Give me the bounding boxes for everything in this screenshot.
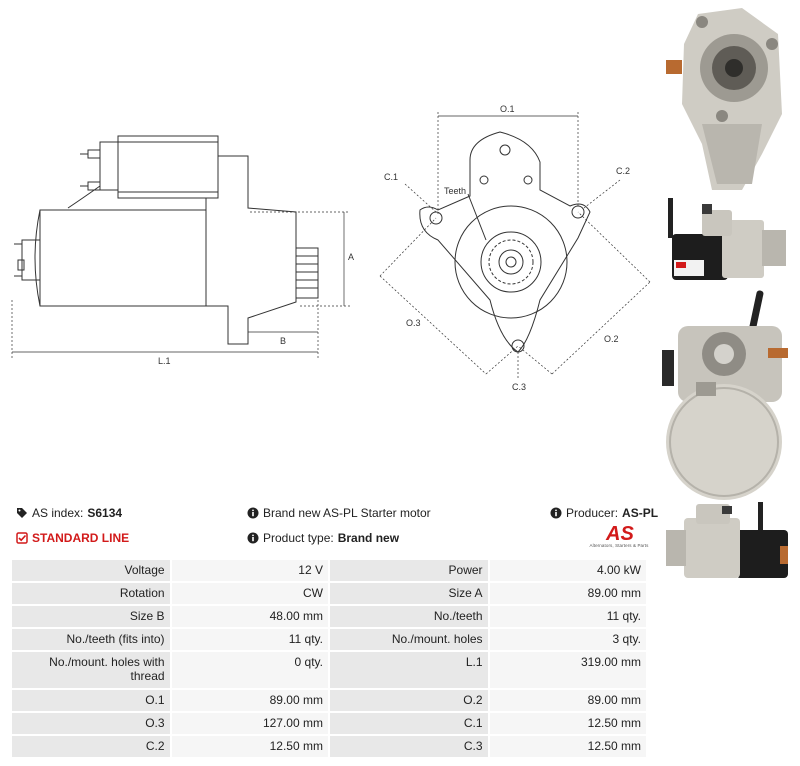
- spec-key: C.3: [329, 736, 488, 757]
- spec-value: 12.50 mm: [489, 713, 646, 734]
- spec-value: 12.50 mm: [171, 736, 328, 757]
- table-row: C.2 12.50 mm C.3 12.50 mm: [12, 736, 646, 757]
- spec-value: 12 V: [171, 560, 328, 581]
- standard-line-label: STANDARD LINE: [32, 531, 130, 545]
- as-index-label: AS index:: [32, 506, 84, 520]
- spec-key: Size B: [12, 606, 170, 627]
- spec-value: 48.00 mm: [171, 606, 328, 627]
- table-row: Voltage 12 V Power 4.00 kW: [12, 560, 646, 581]
- description-text: Brand new AS-PL Starter motor: [263, 506, 431, 520]
- table-row: No./mount. holes with thread 0 qty. L.1 …: [12, 652, 646, 688]
- spec-key: Rotation: [12, 583, 170, 604]
- product-info: AS index: S6134 STANDARD LINE Brand new …: [0, 500, 660, 552]
- dim-o2-label: O.2: [604, 334, 619, 344]
- spec-value: 89.00 mm: [489, 583, 646, 604]
- spec-table: Voltage 12 V Power 4.00 kW Rotation CW S…: [10, 558, 648, 759]
- table-row: O.3 127.00 mm C.1 12.50 mm: [12, 713, 646, 734]
- side-view-dimensions: [11, 211, 350, 358]
- spec-value: 3 qty.: [489, 629, 646, 650]
- dim-l1-label: L.1: [158, 356, 171, 366]
- table-row: O.1 89.00 mm O.2 89.00 mm: [12, 690, 646, 711]
- spec-value: 89.00 mm: [171, 690, 328, 711]
- dim-teeth-label: Teeth: [444, 186, 466, 196]
- front-view: [419, 131, 591, 353]
- dim-o3-label: O.3: [406, 318, 421, 328]
- spec-key: No./mount. holes with thread: [12, 652, 170, 688]
- side-view: [14, 135, 319, 345]
- spec-key: No./teeth (fits into): [12, 629, 170, 650]
- producer-label: Producer:: [566, 506, 619, 520]
- spec-key: C.1: [329, 713, 488, 734]
- spec-key: C.2: [12, 736, 170, 757]
- spec-value: 89.00 mm: [489, 690, 646, 711]
- spec-key: No./teeth: [329, 606, 488, 627]
- spec-key: Voltage: [12, 560, 170, 581]
- as-logo-tagline: Alternators, Starters & Parts: [589, 543, 649, 548]
- product-photo-angle[interactable]: [662, 500, 796, 590]
- dim-b-label: B: [280, 336, 286, 346]
- product-photo-front[interactable]: [662, 4, 796, 194]
- technical-drawing: L.1 B A O.1 O.3 O.2 C.1 C.2 C.3 Teeth: [11, 104, 651, 392]
- spec-key: No./mount. holes: [329, 629, 488, 650]
- spec-value: 4.00 kW: [489, 560, 646, 581]
- product-type: Product type: Brand new: [247, 531, 399, 545]
- as-index-value: S6134: [87, 506, 123, 520]
- dim-a-label: A: [348, 252, 354, 262]
- as-index: AS index: S6134: [16, 506, 122, 520]
- product-type-value: Brand new: [337, 531, 400, 545]
- spec-key: L.1: [329, 652, 488, 688]
- product-photo-side[interactable]: [662, 196, 796, 288]
- spec-value: 11 qty.: [171, 629, 328, 650]
- dim-o1-label: O.1: [500, 104, 515, 114]
- spec-value: 319.00 mm: [489, 652, 646, 688]
- dim-c2-label: C.2: [616, 166, 630, 176]
- spec-value: 0 qty.: [171, 652, 328, 688]
- table-row: No./teeth (fits into) 11 qty. No./mount.…: [12, 629, 646, 650]
- as-logo: AS Alternators, Starters & Parts: [584, 520, 654, 552]
- product-photo-rear[interactable]: [662, 290, 796, 500]
- as-logo-text: AS: [605, 523, 634, 544]
- description: Brand new AS-PL Starter motor: [247, 506, 431, 520]
- info-circle-icon: [247, 532, 259, 544]
- spec-key: O.2: [329, 690, 488, 711]
- producer-value: AS-PL: [622, 506, 659, 520]
- product-type-label: Product type:: [263, 531, 334, 545]
- spec-key: O.1: [12, 690, 170, 711]
- dim-c1-label: C.1: [384, 172, 398, 182]
- standard-line: STANDARD LINE: [16, 531, 129, 545]
- spec-key: Power: [329, 560, 488, 581]
- tags-icon: [17, 508, 27, 518]
- table-row: Rotation CW Size A 89.00 mm: [12, 583, 646, 604]
- dim-c3-label: C.3: [512, 382, 526, 392]
- spec-value: CW: [171, 583, 328, 604]
- spec-value: 12.50 mm: [489, 736, 646, 757]
- spec-key: O.3: [12, 713, 170, 734]
- spec-key: Size A: [329, 583, 488, 604]
- producer: Producer: AS-PL: [550, 506, 658, 520]
- info-circle-icon: [550, 507, 562, 519]
- front-view-dimensions: [379, 112, 651, 378]
- as-logo-mark: AS: [605, 523, 634, 545]
- info-circle-icon: [247, 507, 259, 519]
- check-square-icon: [16, 532, 28, 544]
- spec-value: 127.00 mm: [171, 713, 328, 734]
- spec-value: 11 qty.: [489, 606, 646, 627]
- table-row: Size B 48.00 mm No./teeth 11 qty.: [12, 606, 646, 627]
